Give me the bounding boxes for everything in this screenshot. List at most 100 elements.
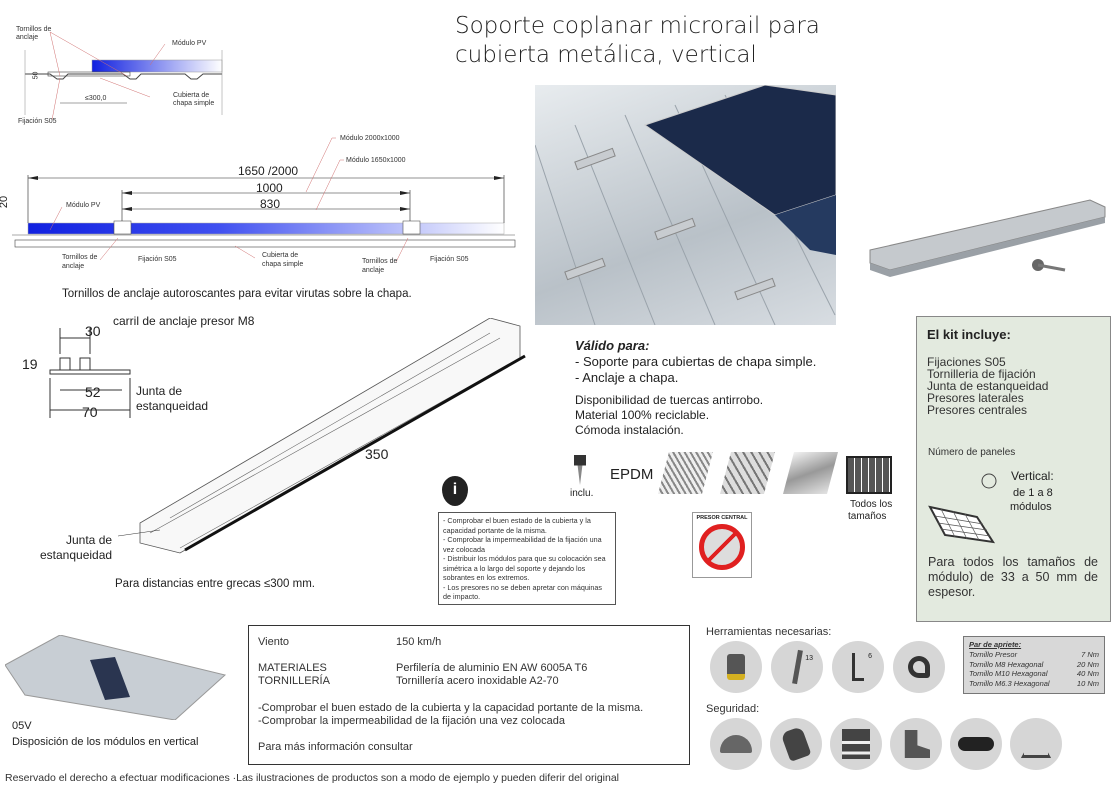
paneles-label: Número de paneles xyxy=(928,447,1016,458)
layout-code: 05V xyxy=(12,720,32,732)
label-tamanos: tamaños xyxy=(848,511,887,522)
label-mod-2000: Módulo 2000x1000 xyxy=(340,135,400,142)
gloves-icon xyxy=(770,718,822,770)
feature-item: Material 100% reciclable. xyxy=(575,408,710,422)
torque-value: 20 Nm xyxy=(1076,659,1099,669)
drill-icon xyxy=(710,641,762,693)
warning-box: - Comprobar el buen estado de la cubiert… xyxy=(438,512,616,605)
kit-item: Tornilleria de fijación xyxy=(927,367,1036,381)
boots-icon xyxy=(890,718,942,770)
trapezoidal-sheet-icon xyxy=(720,452,775,494)
label-tornillos: Tornillos de xyxy=(16,26,52,33)
kit-includes-box: El kit incluye: Fijaciones S05 Torniller… xyxy=(916,316,1111,622)
layout-caption: Disposición de los módulos en vertical xyxy=(12,736,199,748)
harness-icon xyxy=(1010,718,1062,770)
dim-350: 350 xyxy=(365,446,389,462)
tools-heading: Herramientas necesarias: xyxy=(706,626,832,638)
label-tornillos-right: Tornillos de xyxy=(362,258,398,265)
label-inclu: inclu. xyxy=(570,488,594,499)
dim-1000: 1000 xyxy=(256,181,283,195)
warning-line: - Comprobar el buen estado de la cubiert… xyxy=(443,516,591,535)
solar-panels-image xyxy=(535,85,836,325)
sandwich-panel-icon xyxy=(783,452,838,494)
label-carril: carril de anclaje presor M8 xyxy=(113,314,255,328)
torque-name: Tornillo M6.3 Hexagonal xyxy=(969,678,1050,688)
dim-52: 52 xyxy=(85,384,101,400)
label-modulo-pv: Módulo PV xyxy=(66,202,101,209)
goggles-icon xyxy=(950,718,1002,770)
caption-tornillos: Tornillos de anclaje autoroscantes para … xyxy=(62,288,412,300)
torque-value: 40 Nm xyxy=(1076,669,1099,678)
caption-grecas: Para distancias entre grecas ≤300 mm. xyxy=(115,578,315,590)
torque-value: 10 Nm xyxy=(1076,678,1099,688)
allen-key-6-icon: 6 xyxy=(832,641,884,693)
spec-label: MATERIALES xyxy=(258,662,327,674)
spec-check: -Comprobar el buen estado de la cubierta… xyxy=(258,702,644,714)
label-modulo-pv: Módulo PV xyxy=(172,40,207,47)
dim-30: 30 xyxy=(85,323,101,339)
range-unit: módulos xyxy=(1010,501,1052,513)
rail-3d-drawing xyxy=(49,317,526,554)
solar-panel-sun-icon xyxy=(928,473,997,544)
valid-heading: Válido para: xyxy=(575,338,650,353)
rail-image xyxy=(869,199,1106,277)
footer-disclaimer: Reservado el derecho a efectuar modifica… xyxy=(5,772,620,784)
torque-row: Tornillo M10 Hexagonal 40 Nm xyxy=(969,669,1099,679)
safety-row xyxy=(710,718,1062,770)
kit-item: Presores laterales xyxy=(927,391,1024,405)
title-line-1: Soporte coplanar microrail para xyxy=(455,13,820,39)
label-fijacion: Fijación S05 xyxy=(18,118,57,125)
presor-central-warning: PRESOR CENTRAL xyxy=(692,512,752,578)
thickness-note: Para todos los tamaños de módulo) de 33 … xyxy=(928,555,1098,599)
label-anclaje-right: anclaje xyxy=(362,267,385,274)
torque-row: Tornillo M6.3 Hexagonal 10 Nm xyxy=(969,679,1099,689)
label-junta-bottom: Junta de xyxy=(66,533,113,547)
kit-heading: El kit incluye: xyxy=(927,327,1011,342)
specifications-box: Viento 150 km/h MATERIALES Perfilería de… xyxy=(248,625,690,765)
spec-label: Viento xyxy=(258,636,289,648)
label-estanqueidad-bottom: estanqueidad xyxy=(40,548,113,562)
torque-row: Tornillo M8 Hexagonal 20 Nm xyxy=(969,660,1099,670)
torque-heading: Par de apriete: xyxy=(969,640,1022,649)
safety-heading: Seguridad: xyxy=(706,703,760,715)
info-icon: i xyxy=(442,476,468,506)
range-label: de 1 a 8 xyxy=(1013,487,1053,499)
label-anclaje-left: anclaje xyxy=(62,263,85,270)
spec-value: 150 km/h xyxy=(396,636,442,648)
valid-for-section: Válido para: - Soporte para cubiertas de… xyxy=(575,338,816,438)
warning-line: - Distribuir los módulos para que su col… xyxy=(443,554,606,582)
roof-image xyxy=(4,634,227,721)
label-fijacion-left: Fijación S05 xyxy=(138,256,177,263)
spec-info: Para más información consultar xyxy=(258,741,413,753)
title-line-2: cubierta metálica, vertical xyxy=(455,42,757,68)
dim-height: 50 xyxy=(32,71,40,80)
dim-20: 20 xyxy=(0,195,11,209)
vest-icon xyxy=(830,718,882,770)
torque-name: Tornillo M10 Hexagonal xyxy=(969,669,1048,678)
screw-icon xyxy=(574,455,586,485)
spec-value: Tornillería acero inoxidable A2-70 xyxy=(396,675,559,687)
kit-item: Fijaciones S05 xyxy=(927,355,1006,369)
label-junta-top: Junta de xyxy=(136,384,183,398)
label-estanqueidad-top: estanqueidad xyxy=(136,399,209,413)
dim-70: 70 xyxy=(82,404,98,420)
presor-label: PRESOR CENTRAL xyxy=(696,515,748,521)
label-anclaje: anclaje xyxy=(16,34,39,41)
spec-check: -Comprobar la impermeabilidad de la fija… xyxy=(258,715,565,727)
feature-item: Disponibilidad de tuercas antirrobo. xyxy=(575,393,764,407)
label-epdm: EPDM xyxy=(610,466,654,483)
torque-name: Tornillo Presor xyxy=(969,650,1018,659)
torque-name: Tornillo M8 Hexagonal xyxy=(969,659,1044,669)
wrench-size: 13 xyxy=(805,655,813,662)
dim-830: 830 xyxy=(260,197,281,211)
solar-panel-grid-icon xyxy=(846,456,892,494)
valid-item: - Anclaje a chapa. xyxy=(575,370,679,385)
warning-line: - Los presores no se deben apretar con m… xyxy=(443,582,603,602)
feature-item: Cómoda instalación. xyxy=(575,423,684,437)
rail-profile-drawing: 30 carril de anclaje presor M8 19 52 Jun… xyxy=(20,314,540,568)
valid-item: - Soporte para cubiertas de chapa simple… xyxy=(575,354,817,369)
tape-measure-icon xyxy=(893,641,945,693)
spec-label: TORNILLERÍA xyxy=(258,675,330,687)
